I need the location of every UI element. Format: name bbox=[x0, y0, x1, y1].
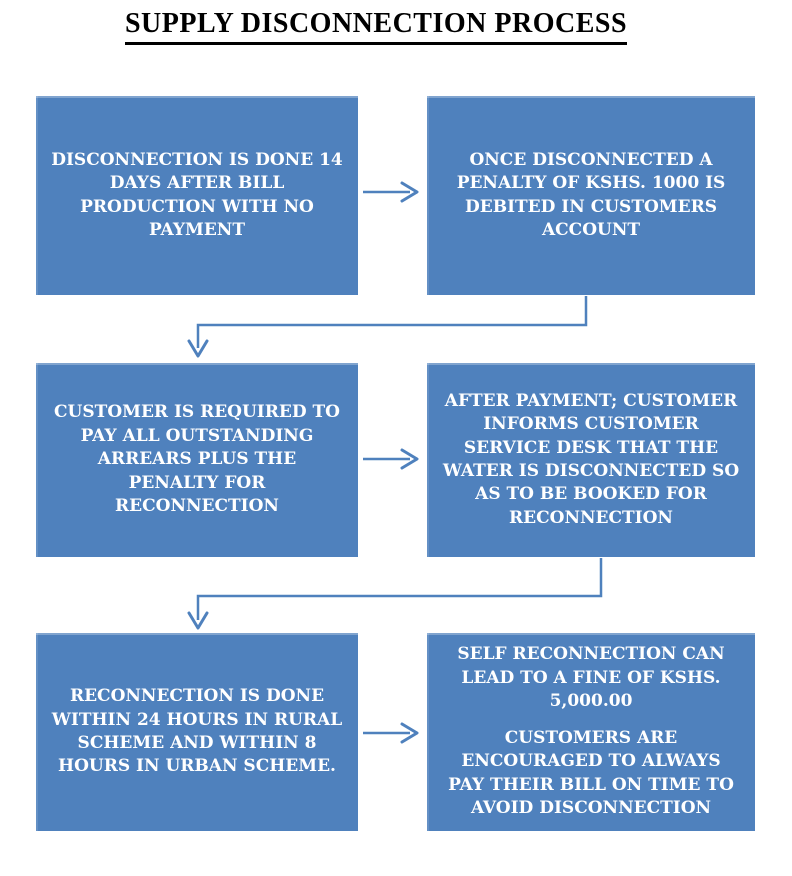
arrow-step5-to-step6 bbox=[363, 722, 419, 744]
flow-box-step-5-text: RECONNECTION IS DONE WITHIN 24 HOURS IN … bbox=[51, 686, 343, 777]
flow-box-step-5: RECONNECTION IS DONE WITHIN 24 HOURS IN … bbox=[36, 633, 358, 831]
flow-box-step-4: AFTER PAYMENT; CUSTOMER INFORMS CUSTOMER… bbox=[427, 363, 755, 557]
flow-box-step-2-text: ONCE DISCONNECTED A PENALTY OF KSHS. 100… bbox=[456, 149, 726, 240]
flow-box-step-6-text: SELF RECONNECTION CAN LEAD TO A FINE OF … bbox=[457, 644, 725, 712]
page-title: SUPPLY DISCONNECTION PROCESS bbox=[124, 8, 628, 45]
flow-box-step-2: ONCE DISCONNECTED A PENALTY OF KSHS. 100… bbox=[427, 96, 755, 295]
flow-box-step-6: SELF RECONNECTION CAN LEAD TO A FINE OF … bbox=[427, 633, 755, 831]
flow-box-step-3-text: CUSTOMER IS REQUIRED TO PAY ALL OUTSTAND… bbox=[54, 402, 340, 517]
connector-step4-to-step5 bbox=[187, 558, 603, 630]
flow-box-step-3: CUSTOMER IS REQUIRED TO PAY ALL OUTSTAND… bbox=[36, 363, 358, 557]
flow-box-step-1-text: DISCONNECTION IS DONE 14 DAYS AFTER BILL… bbox=[51, 149, 343, 240]
connector-step2-to-step3 bbox=[187, 296, 588, 358]
arrow-step1-to-step2 bbox=[363, 181, 419, 203]
flow-box-step-6-text2: CUSTOMERS ARE ENCOURAGED TO ALWAYS PAY T… bbox=[448, 727, 734, 819]
flow-box-step-1: DISCONNECTION IS DONE 14 DAYS AFTER BILL… bbox=[36, 96, 358, 295]
flow-box-step-4-text: AFTER PAYMENT; CUSTOMER INFORMS CUSTOMER… bbox=[442, 390, 740, 528]
arrow-step3-to-step4 bbox=[363, 448, 419, 470]
title-container: SUPPLY DISCONNECTION PROCESS bbox=[0, 8, 752, 45]
